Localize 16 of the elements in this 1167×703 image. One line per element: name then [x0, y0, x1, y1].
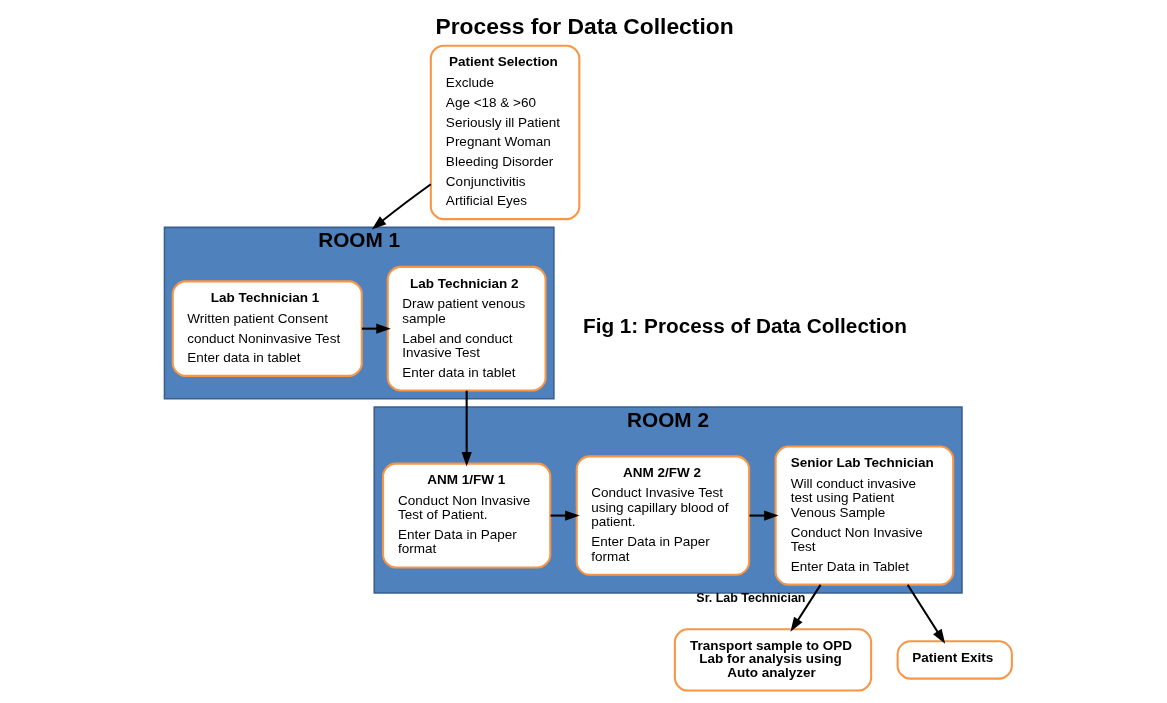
node-box: ANM 2/FW 2 Conduct Invasive Test using capillary blood of patient. Enter Data in Paper format: [575, 455, 750, 576]
node-box: Patient Selection Exclude Age <18 & >60 Seriously ill Patient Pregnant Woman Bleeding Disorder Conjunctivitis Artificial Eyes: [429, 44, 580, 221]
node-box: Lab Technician 2 Draw patient venous sample Label and conduct Invasive Test Enter data in tablet: [386, 265, 547, 392]
diagram-title: Process for Data Collection: [435, 12, 734, 39]
arrow: [789, 584, 821, 632]
node-box: Lab Technician 1 Written patient Consent conduct Noninvasive Test Enter data in tablet: [171, 280, 363, 377]
node-box: Senior Lab Technician Will conduct invasive test using Patient Venous Sample Conduct Non Invasive Test Enter Data in Tablet: [774, 445, 954, 586]
arrow: [461, 390, 472, 467]
node-box: ANM 1/FW 1 Conduct Non Invasive Test of Patient. Enter Data in Paper format: [381, 462, 551, 569]
node-box: Patient Exits: [896, 640, 1013, 680]
arrow: [749, 510, 779, 521]
arrow: [906, 584, 945, 644]
arrow: [371, 183, 431, 230]
edge-label: Sr. Lab Technician: [695, 591, 805, 606]
node-box: Transport sample to OPD Lab for analysis using Auto analyzer: [673, 628, 872, 692]
caption: Fig 1: Process of Data Collection: [582, 313, 907, 337]
